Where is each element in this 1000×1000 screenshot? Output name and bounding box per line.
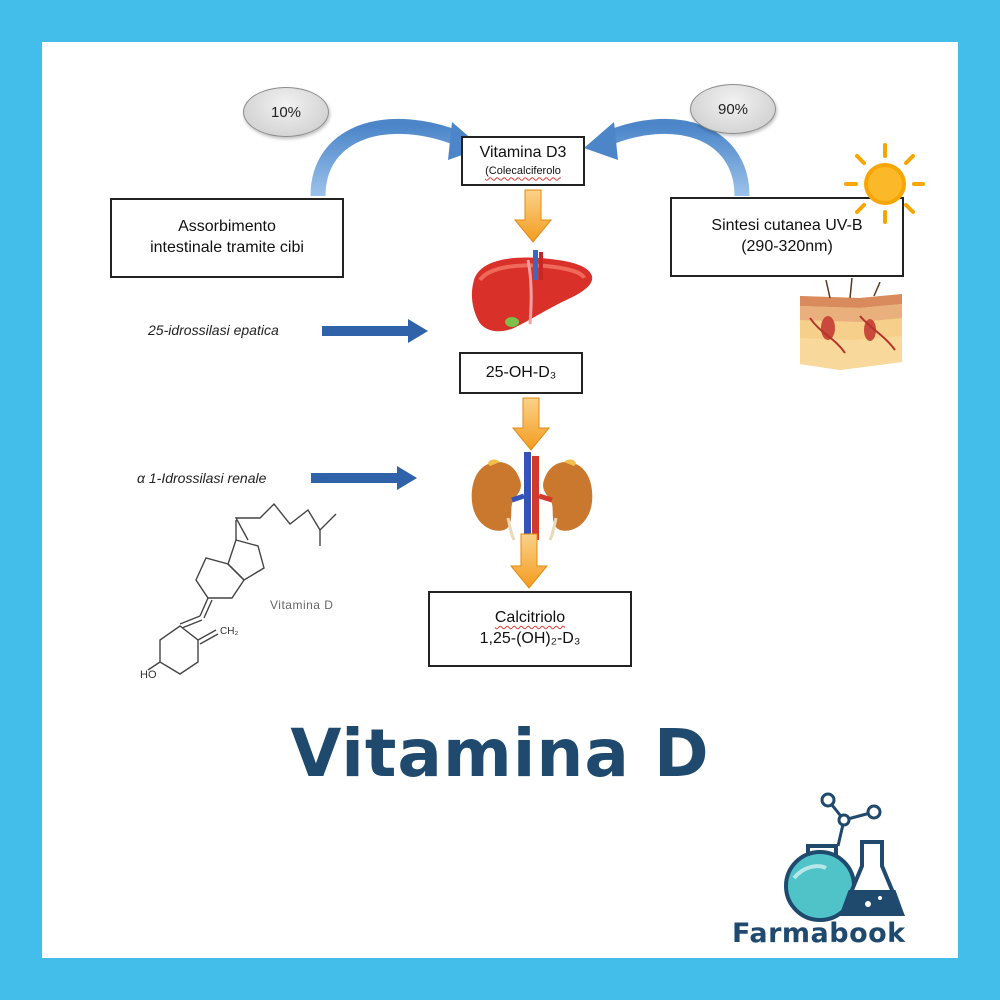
ch2-label: CH₂ <box>220 626 238 637</box>
calcitriol-box: Calcitriolo 1,25-(OH)₂-D₃ <box>428 591 632 667</box>
ho-label: HO <box>140 669 157 681</box>
curved-arrow-left <box>310 119 482 197</box>
renal-enzyme-label: α 1-Idrossilasi renale <box>137 470 267 486</box>
brand-name: Farmabook <box>732 918 906 949</box>
sun-icon <box>844 143 925 224</box>
hepatic-enzyme-arrow <box>322 319 428 343</box>
flask-logo-icon <box>784 792 905 922</box>
intestinal-absorption-box: Assorbimento intestinale tramite cibi <box>110 198 344 278</box>
structure-label: Vitamina D <box>270 598 334 612</box>
flow-arrow-3 <box>509 533 549 589</box>
kidneys-icon <box>471 452 593 541</box>
flow-arrow-1 <box>513 189 553 243</box>
vitamin-d-structure: HO CH₂ <box>140 502 337 681</box>
hydroxy-vitamin-box: 25-OH-D₃ <box>459 352 583 394</box>
vitamin-d3-box: Vitamina D3 (Colecalciferolo <box>461 136 585 186</box>
renal-enzyme-arrow <box>311 466 417 490</box>
flow-arrow-2 <box>511 397 551 451</box>
percent-badge-right: 90% <box>690 84 776 134</box>
curved-arrow-right <box>584 119 750 197</box>
skin-section-icon <box>800 277 902 370</box>
percent-badge-left: 10% <box>243 87 329 137</box>
page-title: Vitamina D <box>290 715 710 792</box>
hepatic-enzyme-label: 25-idrossilasi epatica <box>148 322 279 338</box>
cutaneous-synthesis-box: Sintesi cutanea UV-B (290-320nm) <box>670 197 904 277</box>
liver-icon <box>471 250 593 332</box>
